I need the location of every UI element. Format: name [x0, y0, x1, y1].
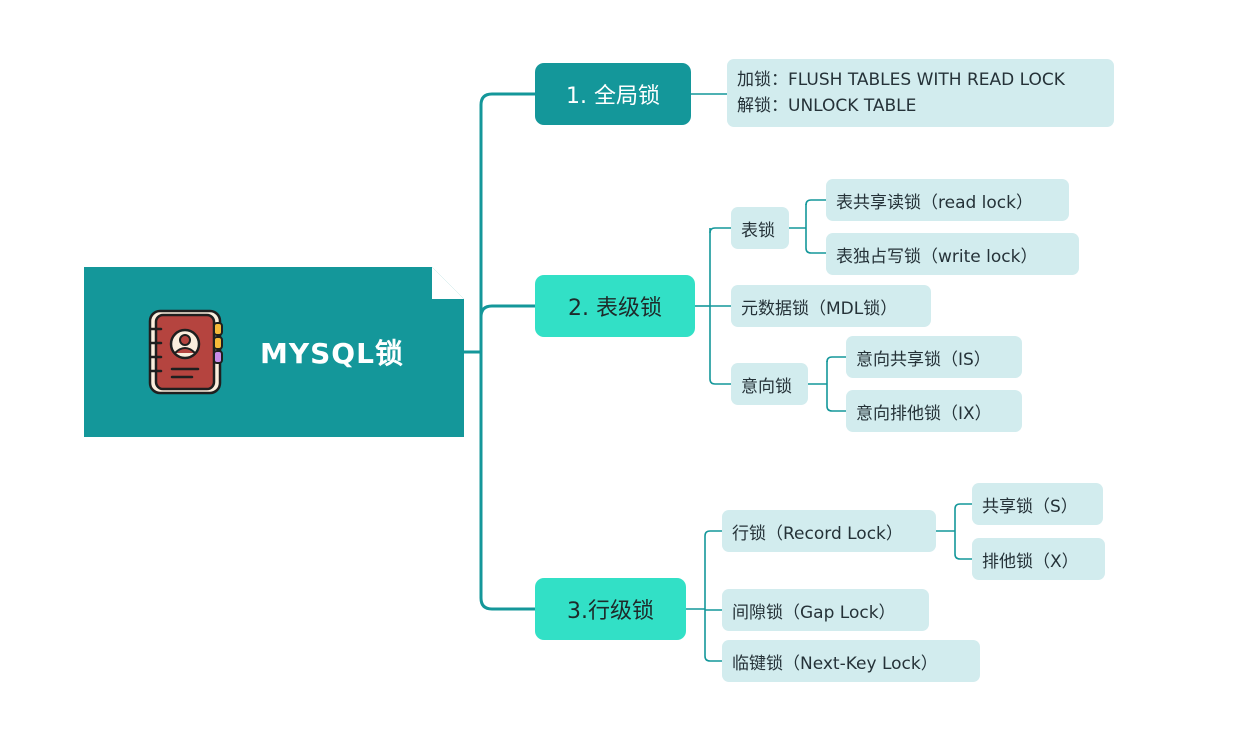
intention-exclusive-lock-node[interactable]: 意向排他锁（IX）	[846, 390, 1022, 432]
table-lock-node[interactable]: 表锁	[731, 207, 789, 249]
branch-table-lock[interactable]: 2. 表级锁	[535, 275, 695, 337]
root-title: MYSQL锁	[260, 337, 404, 370]
branch-row-lock[interactable]: 3.行级锁	[535, 578, 686, 640]
gap-lock-node[interactable]: 间隙锁（Gap Lock）	[722, 589, 929, 631]
next-key-lock-node[interactable]: 临键锁（Next-Key Lock）	[722, 640, 980, 682]
global-lock-note-line-1: 加锁：FLUSH TABLES WITH READ LOCK	[737, 70, 1065, 90]
address-book-icon	[148, 309, 223, 395]
table-shared-read-lock-node[interactable]: 表共享读锁（read lock）	[826, 179, 1069, 221]
record-lock-node[interactable]: 行锁（Record Lock）	[722, 510, 936, 552]
shared-lock-node[interactable]: 共享锁（S）	[972, 483, 1103, 525]
metadata-lock-node[interactable]: 元数据锁（MDL锁）	[731, 285, 931, 327]
table-exclusive-write-lock-node[interactable]: 表独占写锁（write lock）	[826, 233, 1079, 275]
branch-global-lock[interactable]: 1. 全局锁	[535, 63, 691, 125]
intention-shared-lock-node[interactable]: 意向共享锁（IS）	[846, 336, 1022, 378]
exclusive-lock-node[interactable]: 排他锁（X）	[972, 538, 1105, 580]
global-lock-note[interactable]: 加锁：FLUSH TABLES WITH READ LOCK 解锁：UNLOCK…	[727, 59, 1114, 127]
root-topic[interactable]	[84, 267, 464, 437]
global-lock-note-line-2: 解锁：UNLOCK TABLE	[737, 96, 917, 116]
intention-lock-node[interactable]: 意向锁	[731, 363, 808, 405]
